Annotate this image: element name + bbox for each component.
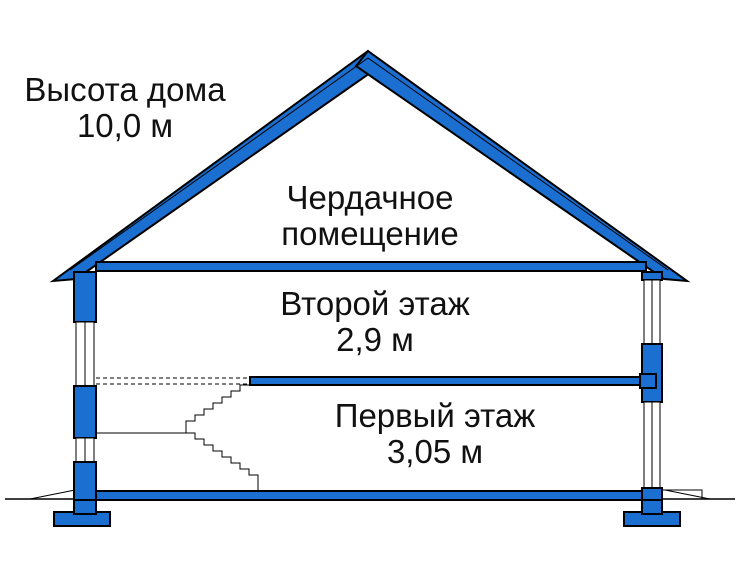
second-floor-height: 2,9 м <box>336 321 414 358</box>
house-height-label: Высота дома 10,0 м <box>10 72 240 144</box>
left-wall-middle <box>73 385 97 439</box>
second-floor-slab-end <box>639 373 657 389</box>
first-floor-height: 3,05 м <box>386 433 484 470</box>
ground-floor-slab <box>95 490 643 501</box>
second-floor-slab <box>249 376 643 386</box>
attic-title-line2: помещение <box>281 215 459 252</box>
attic-title-line1: Чердачное <box>286 179 454 216</box>
second-floor-label: Второй этаж 2,9 м <box>255 286 495 358</box>
house-height-value: 10,0 м <box>76 107 174 144</box>
staircase <box>185 384 259 491</box>
left-wall-upper <box>73 271 97 323</box>
ground-slope-left <box>29 489 76 500</box>
house-height-title: Высота дома <box>24 71 226 108</box>
first-floor-label: Первый этаж 3,05 м <box>315 398 555 470</box>
roof-inner-right <box>367 57 669 271</box>
first-floor-title: Первый этаж <box>334 397 536 434</box>
roof-inner-left <box>69 57 369 271</box>
second-floor-title: Второй этаж <box>280 285 470 322</box>
right-foundation-post <box>641 499 663 515</box>
ground-slope-right <box>664 489 711 500</box>
attic-floor-slab <box>95 261 647 272</box>
attic-label: Чердачное помещение <box>265 180 475 252</box>
left-foundation-post <box>73 499 97 515</box>
right-wall-top <box>641 271 663 281</box>
porch-step <box>661 489 703 500</box>
